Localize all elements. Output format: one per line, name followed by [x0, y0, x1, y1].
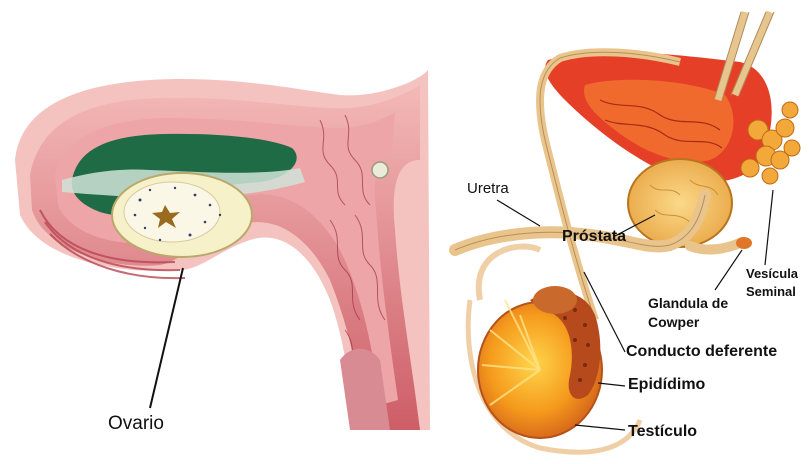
vesicula-leader-line — [765, 190, 773, 265]
label-testiculo: Testículo — [628, 423, 697, 441]
epididymis-head — [533, 286, 577, 314]
glandula-leader-line — [715, 250, 742, 290]
label-vesicula-line2: Seminal — [746, 284, 796, 299]
scrotum-outline — [479, 247, 540, 300]
label-vesicula-line1: Vesícula — [746, 266, 798, 281]
cowper-gland — [736, 237, 752, 249]
label-glandula-line2: Cowper — [648, 314, 699, 330]
label-glandula-line1: Glandula de — [648, 295, 728, 311]
label-uretra: Uretra — [467, 180, 509, 197]
label-ovario: Ovario — [108, 413, 164, 435]
ovary-follicle — [124, 182, 220, 242]
tube-opening — [372, 162, 388, 178]
label-conducto: Conducto deferente — [626, 343, 777, 361]
epididimo-leader-line — [598, 383, 625, 386]
testiculo-leader-line — [575, 425, 625, 430]
label-prostata: Próstata — [562, 228, 626, 246]
uretra-leader-line — [497, 200, 540, 226]
ovario-leader-line — [150, 268, 183, 408]
label-epididimo: Epidídimo — [628, 376, 705, 394]
female-reproductive-diagram — [15, 70, 430, 430]
